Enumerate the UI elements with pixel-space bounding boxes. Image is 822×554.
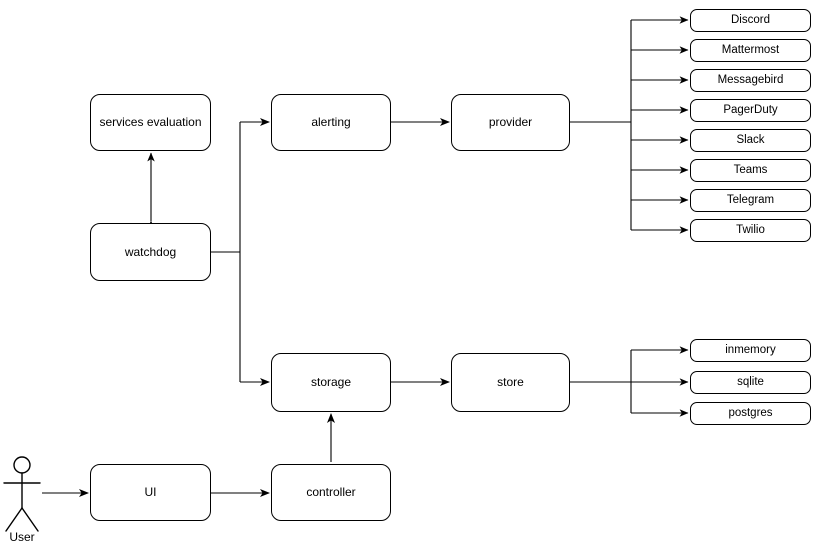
node-store-sqlite[interactable]: sqlite xyxy=(690,371,811,394)
node-provider-pagerduty[interactable]: PagerDuty xyxy=(690,99,811,122)
node-provider-discord[interactable]: Discord xyxy=(690,9,811,32)
node-alerting[interactable]: alerting xyxy=(271,94,391,151)
stick-figure-actor-icon xyxy=(3,456,41,532)
node-provider-slack[interactable]: Slack xyxy=(690,129,811,152)
node-provider-telegram[interactable]: Telegram xyxy=(690,189,811,212)
node-storage[interactable]: storage xyxy=(271,353,391,412)
node-ui[interactable]: UI xyxy=(90,464,211,521)
node-store-postgres[interactable]: postgres xyxy=(690,402,811,425)
node-store[interactable]: store xyxy=(451,353,570,412)
node-services-evaluation[interactable]: services evaluation xyxy=(90,94,211,151)
node-store-inmemory[interactable]: inmemory xyxy=(690,339,811,362)
node-provider[interactable]: provider xyxy=(451,94,570,151)
node-provider-mattermost[interactable]: Mattermost xyxy=(690,39,811,62)
node-provider-twilio[interactable]: Twilio xyxy=(690,219,811,242)
node-watchdog[interactable]: watchdog xyxy=(90,223,211,281)
node-provider-messagebird[interactable]: Messagebird xyxy=(690,69,811,92)
node-controller[interactable]: controller xyxy=(271,464,391,521)
actor-label-user: User xyxy=(9,530,35,544)
node-provider-teams[interactable]: Teams xyxy=(690,159,811,182)
